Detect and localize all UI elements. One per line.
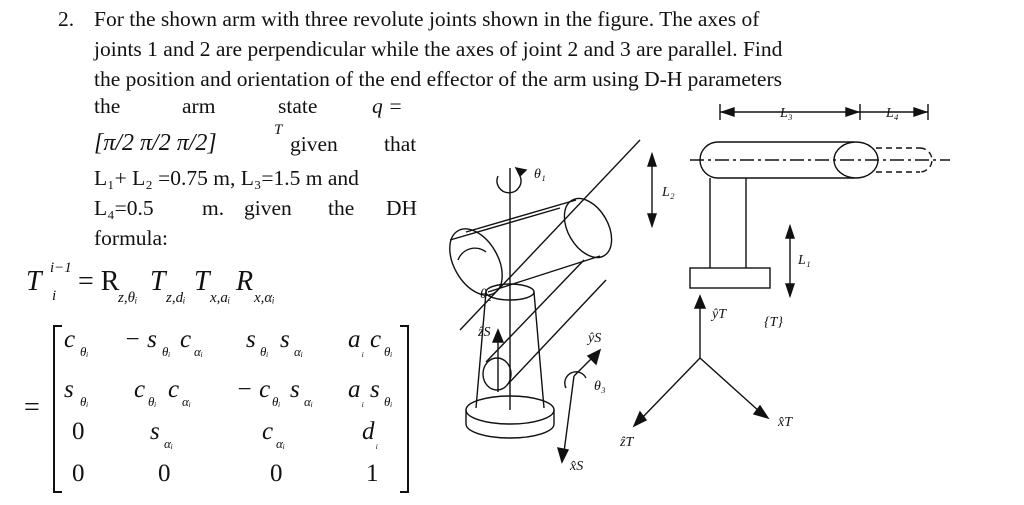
theta2-rotation-arrow: [457, 247, 487, 261]
label-zS: ẑS: [477, 325, 490, 340]
formula-r1-sub: z,θᵢ: [118, 290, 138, 306]
robot-figure: [449, 104, 950, 464]
theta1-arrowhead: [514, 167, 528, 178]
m11: c: [64, 326, 76, 353]
word-dh: DH: [386, 196, 418, 220]
q-vector: [π/2 π/2 π/2]: [94, 130, 217, 156]
label-theta1: θ₁: [534, 167, 546, 182]
m23-sub-a: θᵢ: [272, 394, 281, 409]
m24-sub-b: θᵢ: [384, 394, 393, 409]
m14-sub-b: θᵢ: [384, 344, 393, 359]
m24-a: a: [348, 376, 361, 403]
m43: 0: [270, 460, 283, 487]
q-equals: q =: [372, 94, 403, 118]
left-bracket: [53, 325, 62, 493]
label-yS: ŷS: [586, 331, 601, 346]
m14-a: a: [348, 326, 361, 353]
l4-value: L₄=0.5: [94, 196, 154, 220]
label-xT: x̂T: [777, 415, 793, 430]
matrix-equals: =: [24, 392, 40, 423]
problem-number: 2.: [58, 7, 75, 31]
m11-sub: θᵢ: [80, 344, 89, 359]
label-L4: L₄: [885, 106, 899, 121]
m32-sub: αᵢ: [164, 436, 173, 451]
formula-r2: R: [236, 266, 254, 297]
m41: 0: [72, 460, 85, 487]
m32: s: [150, 418, 160, 445]
word-formula: formula:: [94, 226, 169, 250]
link-3: [482, 259, 607, 391]
formula-eq-R: = R: [78, 266, 120, 297]
m13-sub-b: αᵢ: [294, 344, 303, 359]
formula-lhs-sub: i: [52, 288, 57, 304]
formula-r2-sub: x,αᵢ: [254, 290, 275, 306]
formula-t1-sub: z,dᵢ: [166, 290, 186, 306]
m24-sub-a: ᵢ: [362, 394, 365, 409]
problem-line-3: the position and orientation of the end …: [94, 67, 782, 91]
word-given: given: [290, 132, 338, 156]
problem-line-1: For the shown arm with three revolute jo…: [94, 7, 760, 31]
formula-lhs-sup: i−1: [50, 260, 72, 276]
word-given-2: given: [244, 196, 292, 220]
m22-a: c: [134, 376, 146, 403]
word-the-2: the: [328, 196, 355, 220]
formula-t2: T: [194, 266, 210, 297]
label-yT: ŷT: [710, 307, 727, 322]
right-bracket: [400, 325, 409, 493]
frame-T: [632, 294, 770, 428]
formula-t2-sub: x,aᵢ: [210, 290, 231, 306]
m14-b: c: [370, 326, 382, 353]
problem-line-2: joints 1 and 2 are perpendicular while t…: [94, 37, 783, 61]
label-L2: L₂: [661, 185, 675, 200]
m23-sub-b: αᵢ: [304, 394, 313, 409]
dimension-lines: [647, 104, 929, 299]
m24-b: s: [370, 376, 380, 403]
label-xS: x̂S: [569, 459, 583, 474]
m21-sub: θᵢ: [80, 394, 89, 409]
label-zT: ẑT: [619, 435, 634, 450]
word-the: the: [94, 94, 121, 118]
m12-a: − s: [124, 326, 157, 353]
m12-b: c: [180, 326, 192, 353]
m44: 1: [366, 460, 379, 487]
m31: 0: [72, 418, 85, 445]
m33: c: [262, 418, 274, 445]
end-effector-arm: [689, 141, 950, 289]
m12-sub-b: αᵢ: [194, 344, 203, 359]
matrix-brackets: [53, 325, 409, 493]
diagonal-reference: [459, 139, 641, 331]
m34-sub: ᵢ: [376, 436, 379, 451]
m13-a: s: [246, 326, 256, 353]
m21: s: [64, 376, 74, 403]
m33-sub: αᵢ: [276, 436, 285, 451]
m42: 0: [158, 460, 171, 487]
m12-sub-a: θᵢ: [162, 344, 171, 359]
word-state: state: [278, 94, 318, 118]
lengths-text: L₁+ L₂ =0.75 m, L₃=1.5 m and: [94, 166, 359, 190]
formula-lhs-T: T: [26, 266, 42, 297]
frame-S: [491, 328, 602, 464]
q-transpose: T: [274, 122, 283, 138]
m34: d: [362, 418, 375, 445]
m22-sub-b: αᵢ: [182, 394, 191, 409]
label-L1: L₁: [797, 253, 811, 268]
word-arm: arm: [182, 94, 216, 118]
m14-sub-a: ᵢ: [362, 344, 365, 359]
label-theta3: θ₃: [594, 379, 606, 394]
m23-b: s: [290, 376, 300, 403]
formula-t1: T: [150, 266, 166, 297]
unit-m: m.: [202, 196, 225, 220]
label-T-frame: {T}: [764, 315, 783, 330]
theta1-rotation-arrow: [496, 175, 522, 194]
m22-sub-a: θᵢ: [148, 394, 157, 409]
m23-a: − c: [236, 376, 271, 403]
label-L3: L₃: [779, 106, 793, 121]
m13-b: s: [280, 326, 290, 353]
word-that: that: [384, 132, 417, 156]
m22-b: c: [168, 376, 180, 403]
m13-sub-a: θᵢ: [260, 344, 269, 359]
figure-labels: L₃ L₄ L₂ L₁ θ₁ θ₂ θ₃ ẑS ŷS x̂S ŷT {T} x̂…: [477, 106, 899, 474]
label-theta2: θ₂: [480, 287, 492, 302]
